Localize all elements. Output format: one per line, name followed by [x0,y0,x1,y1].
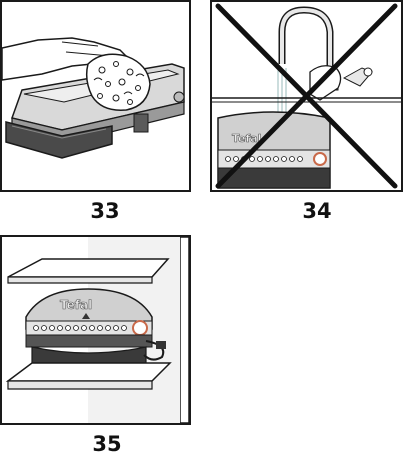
brand-label: Tefal [232,132,261,145]
figure-number: 34 [302,199,332,223]
figure-33-clean-housing [0,0,191,192]
illustration-cleaning-grill [2,37,185,159]
figure-34-no-water: Tefal [210,0,403,192]
figure-35-storage: Tefal [0,235,191,425]
illustration-grill-under-tap: Tefal [212,3,401,189]
illustration-grill-on-shelf: Tefal [5,237,189,423]
figure-number: 35 [92,432,122,456]
figure-number: 33 [90,199,120,223]
brand-label: Tefal [60,298,92,312]
